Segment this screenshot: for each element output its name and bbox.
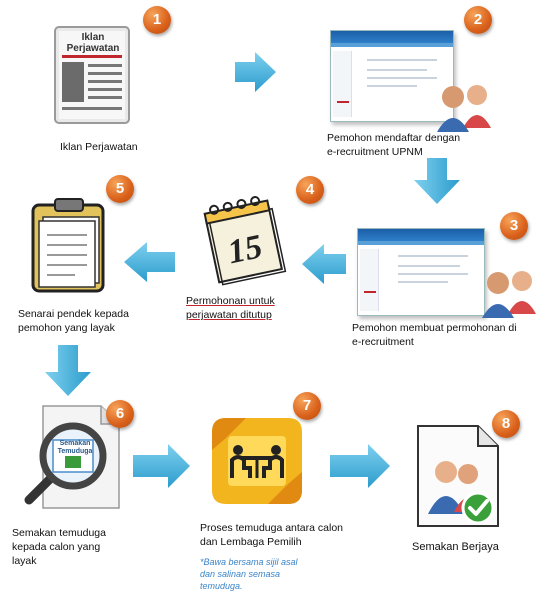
step-3-caption: Pemohon membuat permohonan di e-recruitm…: [352, 322, 517, 348]
meeting-icon: [212, 418, 302, 504]
users-icon: [482, 271, 536, 318]
arrow-right-icon: [235, 52, 276, 92]
step-4: 15: [195, 190, 295, 290]
calendar-number: 15: [225, 228, 266, 271]
newspaper-icon: [54, 26, 130, 124]
step-7-caption: Proses temuduga antara calon dan Lembaga…: [200, 522, 344, 548]
profile-check-icon: [417, 425, 499, 527]
arrow-left-icon: [302, 244, 346, 284]
arrow-right-icon: [330, 444, 390, 488]
magnifier-label: Semakan Temuduga: [57, 440, 93, 455]
step-1: Iklan Perjawatan: [50, 22, 140, 132]
step-3-badge: 3: [500, 212, 528, 240]
step-8-caption: Semakan Berjaya: [412, 541, 499, 553]
step-8-badge: 8: [492, 410, 520, 438]
calendar-icon: 15: [203, 196, 287, 286]
step-7-note: *Bawa bersama sijil asal dan salinan sem…: [200, 557, 298, 591]
step-5-caption: Senarai pendek kepada pemohon yang layak: [18, 308, 129, 334]
step-2-caption: Pemohon mendaftar dengan e-recruitment U…: [327, 132, 461, 158]
step-1-caption: Iklan Perjawatan: [60, 141, 138, 153]
step-5-badge: 5: [106, 175, 134, 203]
newspaper-title: Iklan Perjawatan: [66, 32, 120, 54]
step-1-badge: 1: [143, 6, 171, 34]
step-6-caption: Semakan temuduga kepada calon yang layak: [12, 527, 106, 567]
arrow-right-icon: [133, 444, 190, 488]
step-5: [25, 195, 115, 295]
clipboard-icon: [31, 198, 105, 293]
step-7-badge: 7: [293, 392, 321, 420]
arrow-left-icon: [124, 242, 175, 282]
users-icon: [437, 85, 491, 132]
step-4-badge: 4: [296, 176, 324, 204]
arrow-down-icon: [45, 345, 91, 396]
step-4-caption: Permohonan untuk perjawatan ditutup: [186, 295, 275, 321]
step-8: [412, 422, 512, 532]
arrow-down-icon: [414, 158, 460, 204]
step-2-badge: 2: [464, 6, 492, 34]
step-7: [206, 410, 308, 512]
step-6-badge: 6: [106, 400, 134, 428]
step-3-portal-screenshot: [357, 228, 485, 316]
step-2-portal-screenshot: [330, 30, 454, 122]
